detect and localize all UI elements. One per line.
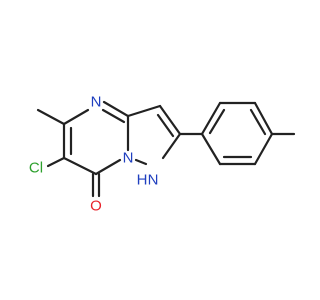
bond-ph-1 bbox=[200, 101, 222, 136]
nh-hydrogen-label: H bbox=[137, 172, 148, 189]
bond-c5-methyl bbox=[36, 108, 66, 126]
bond-c5-n4 bbox=[62, 108, 90, 126]
pyrimidinone-ring bbox=[36, 100, 130, 198]
bond-n4-c3a-b bbox=[101, 108, 126, 124]
molecule-diagram: Cl O N N N H bbox=[29, 94, 296, 215]
bond-ph-1-inner bbox=[208, 108, 226, 135]
bond-ph-3-inner bbox=[249, 108, 267, 136]
nitrogen-1-label: N bbox=[123, 150, 134, 167]
chlorine-label: Cl bbox=[29, 160, 43, 177]
bond-c3-c2-a bbox=[158, 104, 182, 136]
tolyl-ring bbox=[178, 101, 296, 166]
bond-c6-cl bbox=[46, 156, 66, 168]
nitrogen-4-label: N bbox=[91, 94, 102, 111]
pyrazole-ring bbox=[126, 104, 182, 166]
bond-n1h-n1 bbox=[134, 158, 148, 166]
oxygen-label: O bbox=[90, 198, 102, 215]
bond-c2-n1h bbox=[161, 132, 182, 160]
bond-n4-c3a-a bbox=[102, 100, 130, 118]
bond-ph-3 bbox=[253, 101, 274, 136]
bond-ph-6 bbox=[200, 132, 222, 166]
bond-ph-4 bbox=[253, 132, 274, 166]
bond-c3a-c3 bbox=[126, 104, 162, 118]
bond-c7-c6 bbox=[62, 156, 98, 176]
bond-n1-c7 bbox=[94, 158, 122, 176]
bond-c3-c2-b bbox=[156, 113, 175, 138]
nh-nitrogen-label: N bbox=[148, 172, 159, 189]
